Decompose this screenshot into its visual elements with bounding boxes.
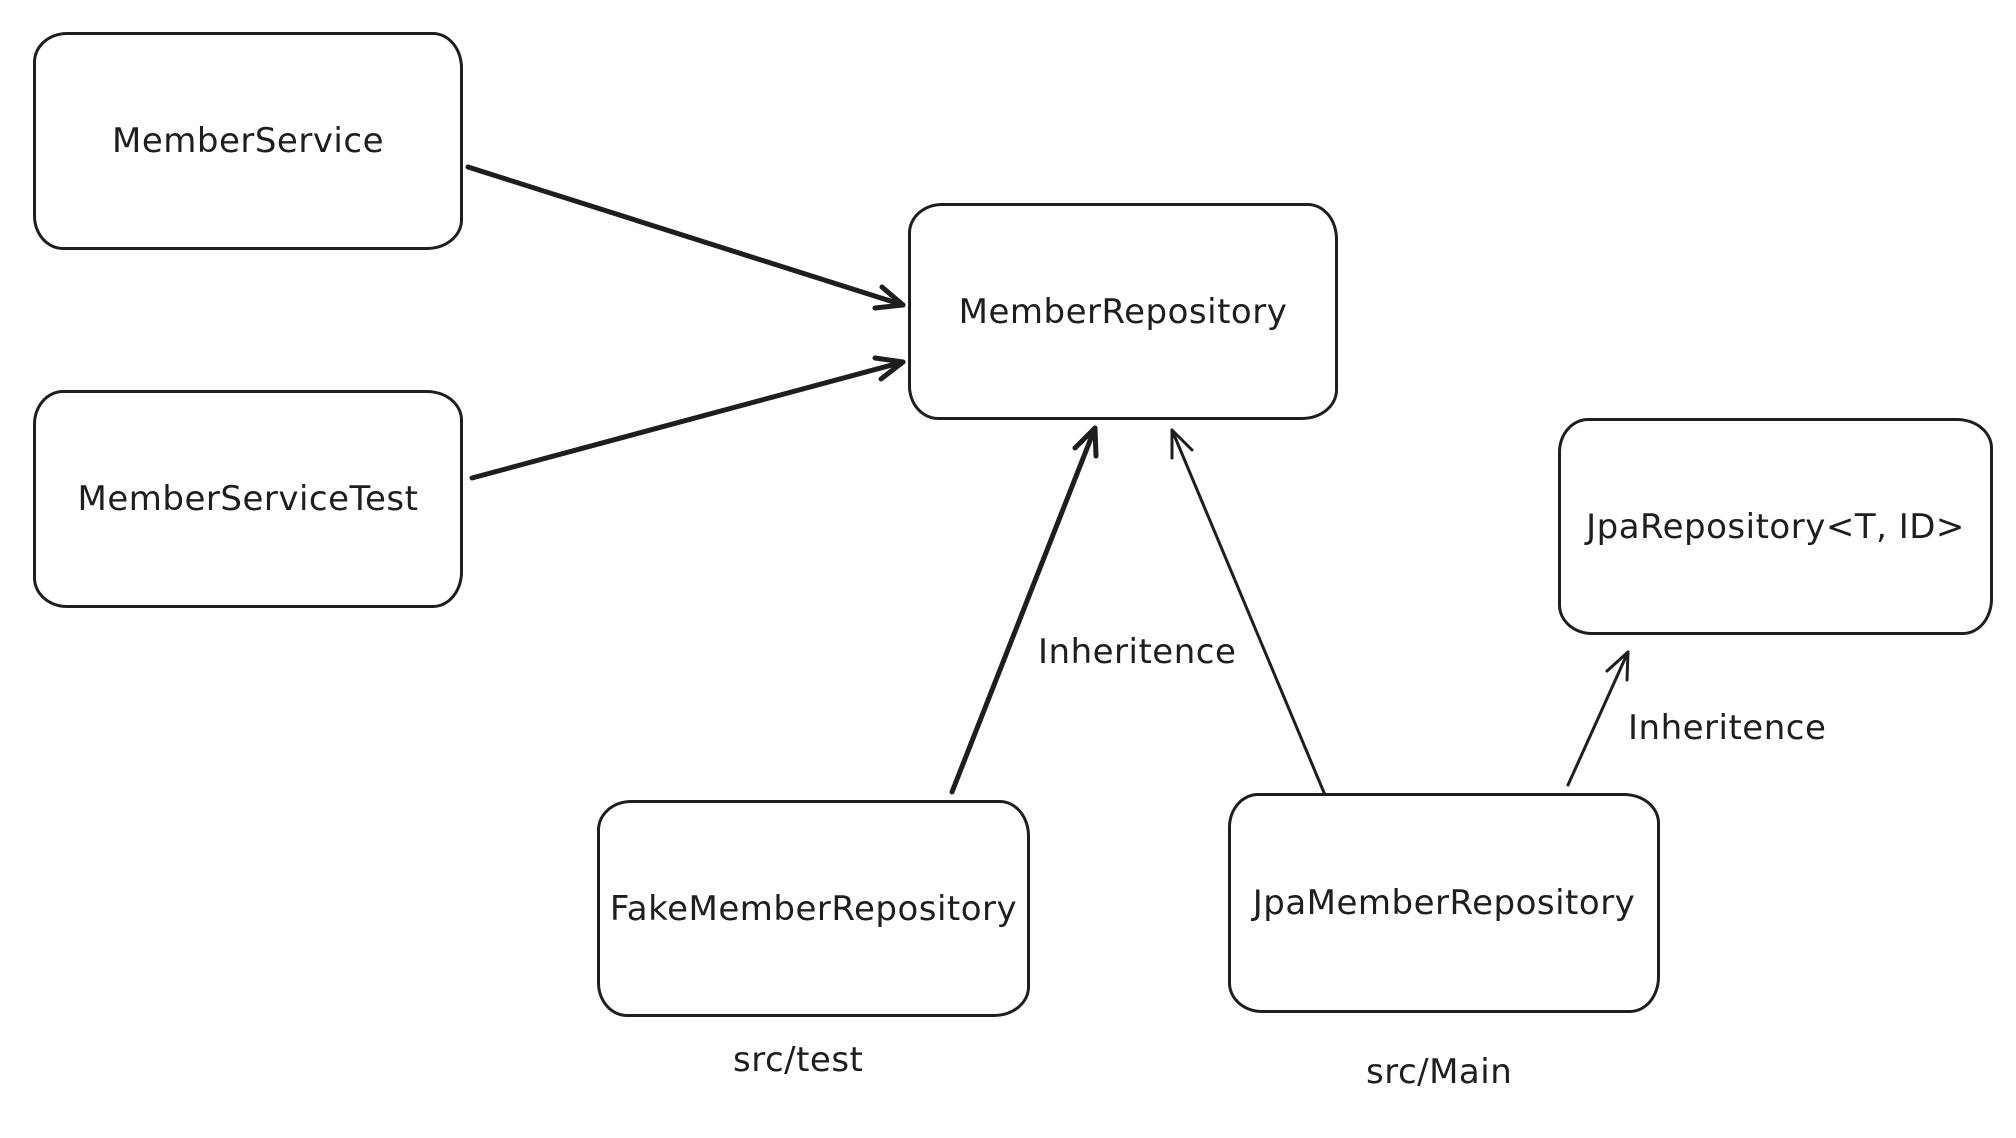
annotation-text: src/Main xyxy=(1366,1052,1513,1092)
edge-label-text: Inheritence xyxy=(1628,708,1827,748)
node-jpa-member-repository[interactable]: JpaMemberRepository xyxy=(1228,793,1660,1013)
edge-label-inheritence-right[interactable]: Inheritence xyxy=(1628,708,1826,748)
node-label: MemberServiceTest xyxy=(77,479,419,519)
node-label: JpaMemberRepository xyxy=(1252,883,1636,923)
node-member-service-test[interactable]: MemberServiceTest xyxy=(33,390,463,608)
arrowhead-icon xyxy=(1170,428,1194,460)
node-jpa-repository[interactable]: JpaRepository<T, ID> xyxy=(1558,418,1993,635)
node-label: MemberRepository xyxy=(958,291,1288,332)
arrow-member-service-to-member-repository[interactable] xyxy=(465,164,906,311)
node-fake-member-repository[interactable]: FakeMemberRepository xyxy=(597,800,1030,1017)
arrow-member-service-test-to-member-repository[interactable] xyxy=(469,355,906,481)
arrowhead-icon xyxy=(872,284,906,311)
annotation-src-test[interactable]: src/test xyxy=(733,1040,863,1080)
node-label: JpaRepository<T, ID> xyxy=(1586,506,1965,547)
arrow-fake-member-repository-to-member-repository[interactable] xyxy=(949,425,1099,795)
node-member-repository[interactable]: MemberRepository xyxy=(908,203,1338,420)
annotation-text: src/test xyxy=(733,1040,864,1080)
arrowhead-icon xyxy=(872,355,906,382)
annotation-src-main[interactable]: src/Main xyxy=(1366,1052,1512,1092)
edge-label-inheritence-left[interactable]: Inheritence xyxy=(1038,632,1236,672)
arrow-jpa-member-repository-to-member-repository[interactable] xyxy=(1170,428,1327,797)
arrowhead-icon xyxy=(1605,650,1630,682)
arrowhead-icon xyxy=(1072,425,1099,459)
arrow-jpa-member-repository-to-jpa-repository[interactable] xyxy=(1566,650,1630,787)
node-member-service[interactable]: MemberService xyxy=(33,32,463,250)
edge-label-text: Inheritence xyxy=(1038,632,1237,672)
node-label: FakeMemberRepository xyxy=(609,888,1018,929)
node-label: MemberService xyxy=(111,121,384,161)
